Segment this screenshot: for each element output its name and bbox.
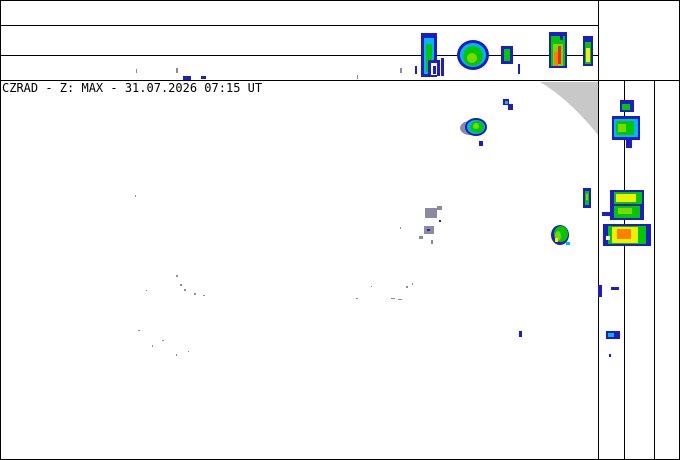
radar-product-caption: CZRAD - Z: MAX - 31.07.2026 07:15 UT: [2, 81, 263, 95]
echo-column: [612, 100, 640, 148]
plan-view-panel: [135, 99, 591, 356]
clutter-echo: [135, 195, 413, 356]
storm-cell: [583, 188, 591, 208]
right-cross-section-panel: [598, 100, 651, 357]
storm-cell: [551, 225, 570, 245]
storm-cell: [460, 118, 487, 146]
storm-cell: [503, 99, 513, 110]
echo-column: [583, 36, 593, 66]
echo-column: [457, 40, 489, 70]
echo-column: [415, 33, 444, 77]
echo-column: [549, 32, 567, 68]
echo-column: [603, 224, 651, 246]
coverage-mask: [540, 82, 598, 135]
top-cross-section-panel: [136, 32, 593, 80]
echo-column: [602, 190, 644, 220]
echo-column: [501, 46, 520, 74]
